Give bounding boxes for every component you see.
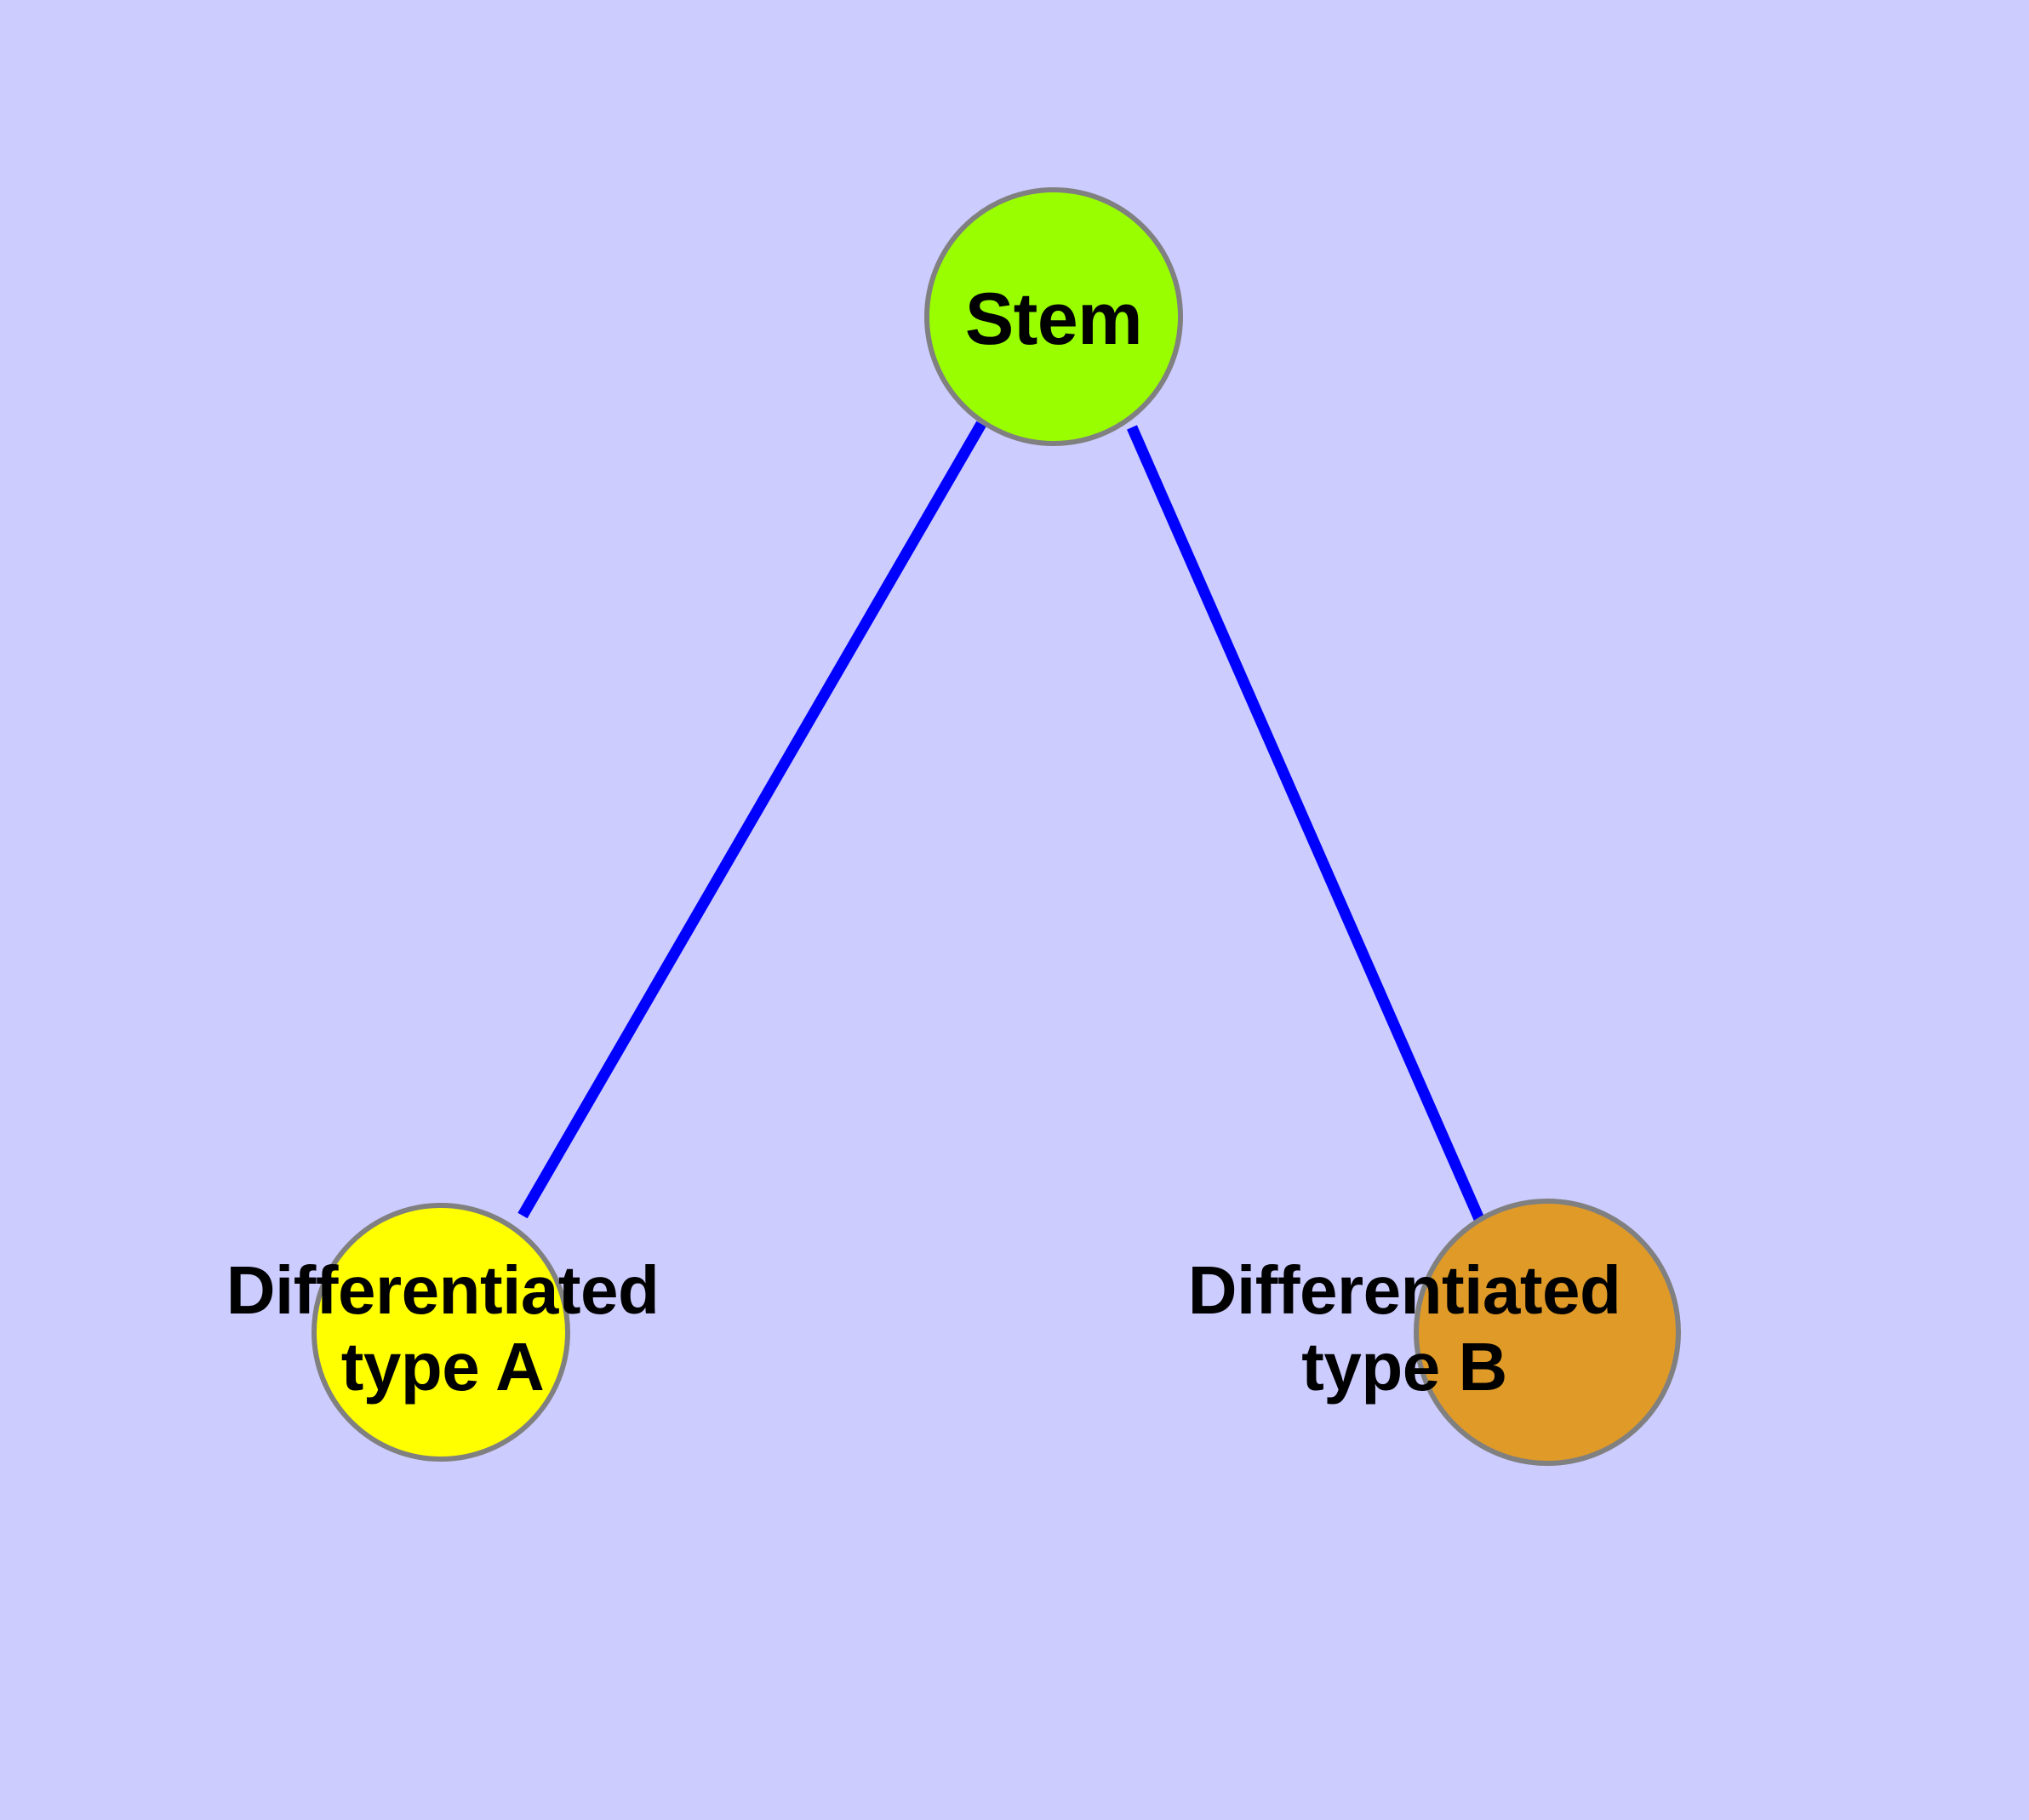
node-differentiated-type-a[interactable] (311, 1203, 570, 1462)
node-stem[interactable] (924, 187, 1183, 446)
edge-stem-to-differentiated-type-a (517, 421, 986, 1219)
label-line-2: type A (340, 1329, 545, 1405)
label-line-1: Differentiated (1187, 1252, 1621, 1328)
edge-stem-to-differentiated-type-b (1127, 425, 1488, 1229)
label-line-1: Differentiated (226, 1252, 660, 1328)
label-line-2: type B (1301, 1329, 1507, 1405)
node-label-stem: Stem (964, 278, 1143, 360)
node-differentiated-type-b[interactable] (1414, 1199, 1681, 1466)
